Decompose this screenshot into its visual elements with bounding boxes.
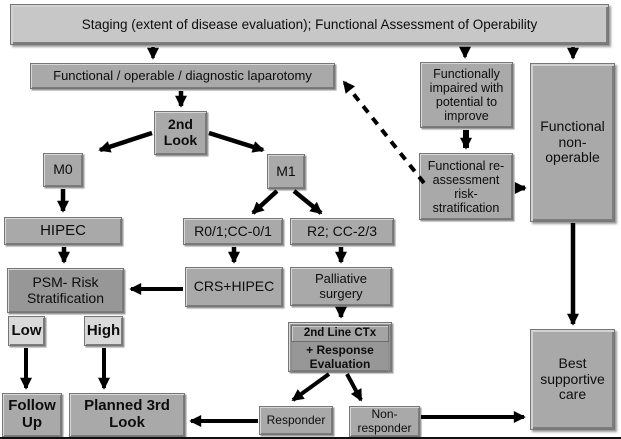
- node-non-responder: Non-responder: [349, 406, 420, 437]
- arrow-second-look-m1: [208, 130, 265, 153]
- node-high: High: [84, 316, 123, 346]
- node-functionally-impaired: Functionally impaired with potential to …: [420, 62, 513, 128]
- node-functional-reassessment: Functional re-assessment risk-stratifica…: [419, 153, 513, 220]
- node-palliative-surgery: Palliative surgery: [290, 267, 392, 306]
- node-psm-risk-stratification: PSM- Risk Stratification: [7, 268, 124, 313]
- node-staging-banner: Staging (extent of disease evaluation); …: [10, 4, 609, 45]
- node-2nd-line-ctx-label: 2nd Line CTx: [291, 325, 389, 342]
- arrow-ctx-responder: [291, 372, 331, 402]
- node-best-supportive-care: Best supportive care: [530, 329, 615, 430]
- node-r2-cc23: R2; CC-2/3: [290, 218, 394, 245]
- arrow-reassess-laparotomy-dashed: [342, 80, 426, 185]
- node-m0: M0: [43, 153, 83, 187]
- node-responder: Responder: [259, 406, 333, 435]
- node-hipec: HIPEC: [4, 217, 122, 245]
- arrow-second-look-m0: [98, 130, 153, 153]
- node-crs-hipec: CRS+HIPEC: [185, 267, 283, 307]
- node-follow-up: Follow Up: [2, 393, 62, 437]
- node-m1: M1: [267, 154, 305, 189]
- node-2nd-line-ctx: 2nd Line CTx + Response Evaluation: [288, 322, 392, 374]
- node-response-evaluation: + Response Evaluation: [291, 341, 389, 374]
- node-low: Low: [8, 316, 45, 346]
- arrow-m1-r01: [251, 189, 279, 215]
- node-second-look: 2nd Look: [154, 111, 207, 155]
- node-planned-3rd-look: Planned 3rd Look: [69, 393, 185, 437]
- node-r01-cc01: R0/1;CC-0/1: [183, 218, 283, 245]
- arrow-m1-r2: [292, 189, 323, 215]
- node-laparotomy: Functional / operable / diagnostic lapar…: [30, 63, 335, 89]
- node-functional-non-operable: Functional non-operable: [530, 63, 615, 222]
- arrow-ctx-non-responder: [345, 373, 363, 402]
